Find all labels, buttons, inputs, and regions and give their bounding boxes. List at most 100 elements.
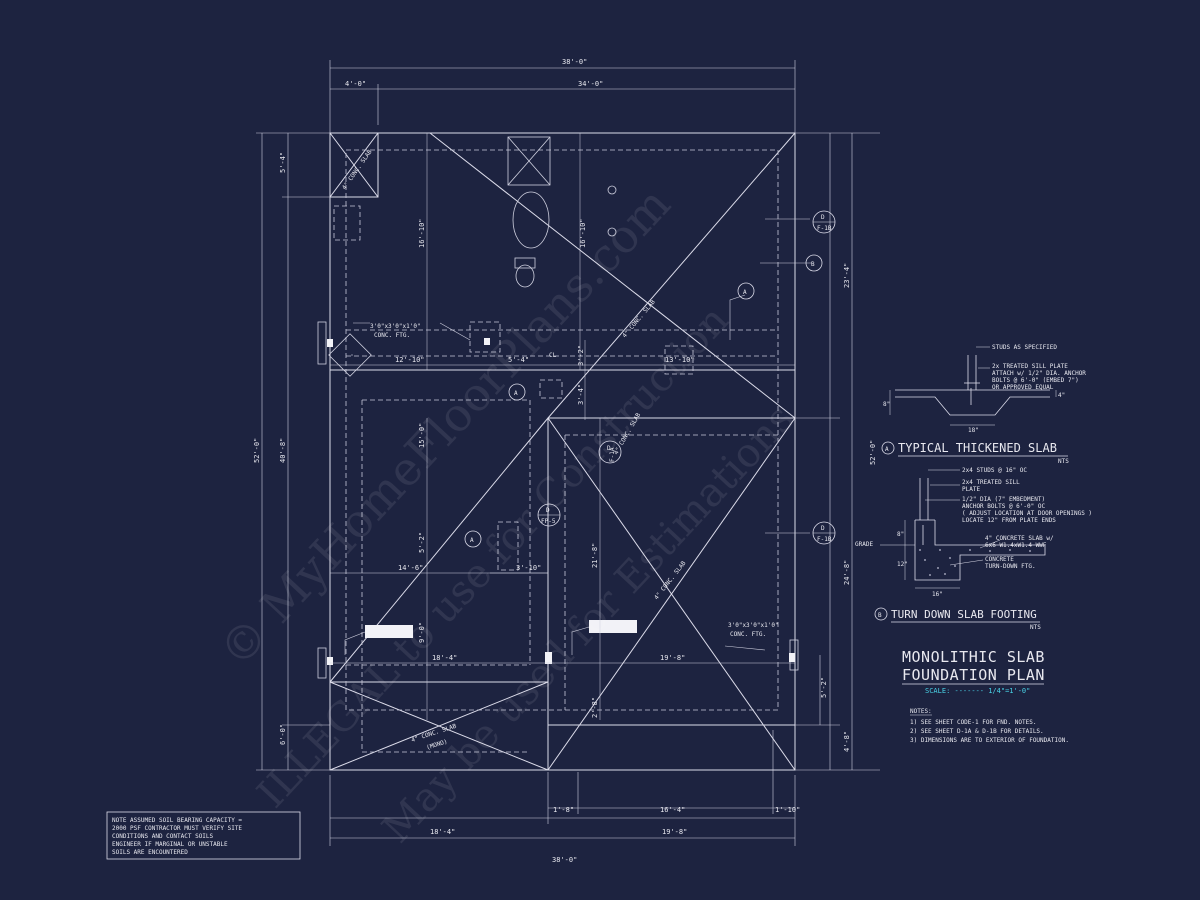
- svg-text:A: A: [743, 289, 747, 296]
- svg-text:1/2" DIA (7" EMBEDMENT): 1/2" DIA (7" EMBEDMENT): [962, 496, 1045, 503]
- slab-label-2: 4" CONC. SLAB: [621, 299, 657, 340]
- note-1: 1) SEE SHEET CODE-1 FOR FND. NOTES.: [910, 719, 1036, 726]
- dim-int-3a: 3'-2": [577, 345, 585, 366]
- svg-text:BOLTS @ 6'-0" (EMBED 7"): BOLTS @ 6'-0" (EMBED 7"): [992, 377, 1079, 384]
- svg-text:CONCRETE: CONCRETE: [985, 556, 1014, 563]
- dim-int-19: 19'-8": [660, 654, 685, 662]
- dim-right-overall: 52'-0": [869, 440, 877, 465]
- soil-note-line2: 2000 PSF CONTRACTOR MUST VERIFY SITE: [112, 825, 242, 832]
- svg-text:NTS: NTS: [1058, 458, 1069, 465]
- callout-a-2: A: [508, 383, 526, 401]
- dashed-footings: [333, 149, 779, 753]
- svg-text:4" CONCRETE SLAB w/: 4" CONCRETE SLAB w/: [985, 535, 1054, 542]
- dim-right-c: 4'-8": [843, 731, 851, 752]
- dim-int-16a: 16'-10": [418, 218, 426, 248]
- anchor-markers: [327, 338, 795, 665]
- callout-d-f1a: D F-1A: [598, 440, 622, 464]
- note-2: 2) SEE SHEET D-1A & D-1B FOR DETAILS.: [910, 728, 1044, 735]
- conc-footing-label-1b: CONC. FTG.: [374, 332, 410, 339]
- dim-overall-bottom: 38'-0": [552, 856, 577, 864]
- dim-top-left: 4'-0": [345, 80, 366, 88]
- dim-int-18: 18'-4": [432, 654, 457, 662]
- svg-text:D: D: [821, 214, 825, 221]
- svg-text:8": 8": [897, 531, 904, 538]
- dim-left-c: 6'-0": [279, 724, 287, 745]
- dim-int-9: 9'-0": [418, 622, 426, 643]
- dimension-lines: [256, 60, 880, 846]
- dim-left-overall: 52'-0": [253, 438, 261, 463]
- callout-d-f1b: D F-1B: [812, 210, 836, 234]
- centerline-label: CL: [549, 352, 557, 359]
- svg-text:D: D: [546, 507, 550, 514]
- dim-top-right: 34'-0": [578, 80, 603, 88]
- callout-a-3: A: [464, 530, 482, 548]
- dim-int-15: 15'-0": [418, 423, 426, 448]
- svg-text:2x4 TREATED SILL: 2x4 TREATED SILL: [962, 479, 1020, 486]
- svg-text:NTS: NTS: [1030, 624, 1041, 631]
- dim-right-a: 23'-4": [843, 263, 851, 288]
- dim-int-2: 2'-8": [591, 697, 599, 718]
- svg-text:B: B: [878, 612, 882, 619]
- svg-text:A: A: [885, 446, 889, 453]
- concrete-hatch: [919, 549, 1031, 576]
- svg-text:18": 18": [968, 427, 979, 434]
- dim-int-16b: 16'-10": [579, 218, 587, 248]
- dim-int-13: 13'-10": [665, 356, 695, 364]
- svg-text:GRADE: GRADE: [855, 541, 873, 548]
- svg-text:D: D: [607, 445, 611, 452]
- plan-title-line1: MONOLITHIC SLAB: [902, 648, 1045, 666]
- notes-heading: NOTES:: [910, 708, 932, 715]
- svg-text:A: A: [514, 390, 518, 397]
- callout-d-fp5: D FP-5: [537, 503, 561, 527]
- dim-int-3b: 3'-4": [577, 384, 585, 405]
- dim-int-5: 5'-4": [508, 356, 529, 364]
- svg-text:2x4 STUDS @ 16" OC: 2x4 STUDS @ 16" OC: [962, 467, 1027, 474]
- dim-right-b: 24'-8": [843, 560, 851, 585]
- dim-left-a: 5'-4": [279, 152, 287, 173]
- dim-bottom-a: 1'-8": [553, 806, 574, 814]
- plan-scale: SCALE: ------- 1/4"=1'-0": [925, 687, 1030, 695]
- fixtures: [317, 136, 799, 679]
- dim-bottom-c: 1'-10": [775, 806, 800, 814]
- svg-text:LOCATE 12" FROM PLATE ENDS: LOCATE 12" FROM PLATE ENDS: [962, 517, 1056, 524]
- callout-b: B: [805, 254, 823, 272]
- svg-text:12": 12": [897, 561, 908, 568]
- soil-note-line3: CONDITIONS AND CONTACT SOILS: [112, 833, 214, 840]
- dim-int-5b: 5'-2": [418, 532, 426, 553]
- svg-text:4": 4": [1058, 392, 1065, 399]
- svg-text:F-1B: F-1B: [817, 536, 832, 543]
- svg-text:ANCHOR BOLTS @ 6'-0" OC: ANCHOR BOLTS @ 6'-0" OC: [962, 503, 1045, 510]
- dim-bottom-right: 19'-8": [662, 828, 687, 836]
- dim-int-3c: 3'-10": [516, 564, 541, 572]
- svg-text:F-1A: F-1A: [609, 447, 616, 462]
- dim-int-21: 21'-8": [591, 543, 599, 568]
- svg-text:F-1B: F-1B: [817, 225, 832, 232]
- svg-text:PLATE: PLATE: [962, 486, 980, 493]
- soil-note-box: [106, 811, 301, 860]
- plan-title-line2: FOUNDATION PLAN: [902, 666, 1045, 684]
- svg-text:OR APPROVED EQUAL: OR APPROVED EQUAL: [992, 384, 1054, 391]
- soil-note-line1: NOTE ASSUMED SOIL BEARING CAPACITY =: [112, 817, 242, 824]
- svg-text:STUDS AS SPECIFIED: STUDS AS SPECIFIED: [992, 344, 1057, 351]
- svg-text:A: A: [470, 537, 474, 544]
- svg-text:FP-5: FP-5: [541, 518, 556, 525]
- dim-bottom-left: 18'-4": [430, 828, 455, 836]
- svg-text:8": 8": [883, 401, 890, 408]
- svg-text:6x6 W1.4xW1.4 WWF: 6x6 W1.4xW1.4 WWF: [985, 542, 1047, 549]
- note-3: 3) DIMENSIONS ARE TO EXTERIOR OF FOUNDAT…: [910, 737, 1069, 744]
- svg-text:ATTACH w/ 1/2" DIA. ANCHOR: ATTACH w/ 1/2" DIA. ANCHOR: [992, 370, 1086, 377]
- svg-text:B: B: [811, 261, 815, 268]
- dim-left-b: 40'-8": [279, 438, 287, 463]
- detail-typical-thickened-slab: STUDS AS SPECIFIED 2x TREATED SILL PLATE…: [881, 344, 1086, 465]
- svg-text:2x TREATED SILL PLATE: 2x TREATED SILL PLATE: [992, 363, 1068, 370]
- dim-int-12: 12'-10": [395, 356, 425, 364]
- detail-turn-down-slab-footing: 2x4 STUDS @ 16" OC 2x4 TREATED SILL PLAT…: [855, 467, 1092, 631]
- dim-overall-top: 38'-0": [562, 58, 587, 66]
- soil-note-line5: SOILS ARE ENCOUNTERED: [112, 849, 188, 856]
- conc-footing-label-2: 3'0"x3'0"x1'0": [728, 622, 779, 629]
- svg-text:16": 16": [932, 591, 943, 598]
- dim-bottom-b: 16'-4": [660, 806, 685, 814]
- dim-int-14: 14'-6": [398, 564, 423, 572]
- interior-dims: [330, 133, 795, 720]
